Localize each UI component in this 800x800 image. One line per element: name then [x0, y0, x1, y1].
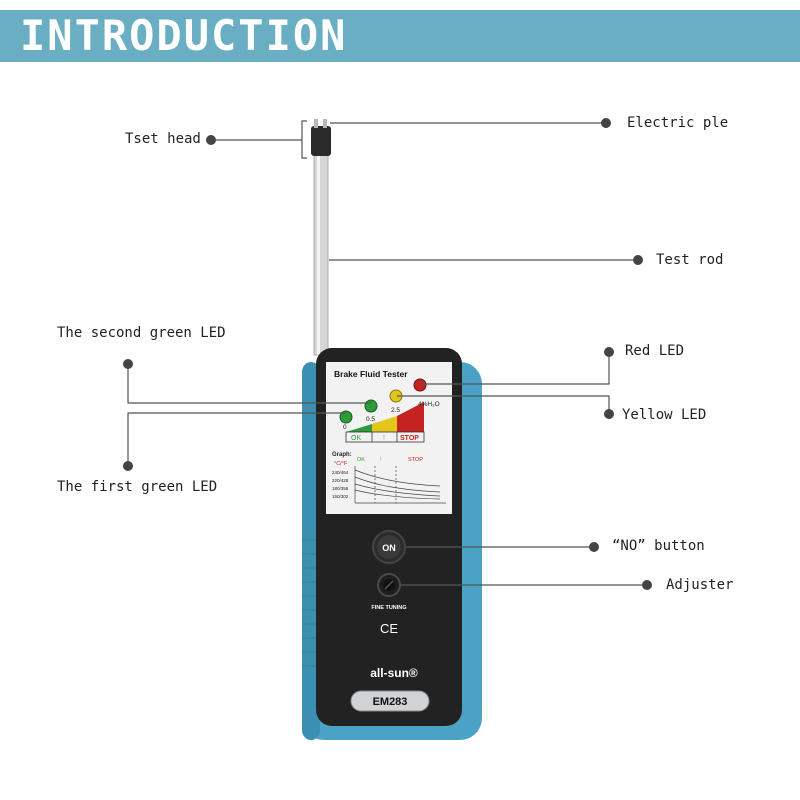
callout-adjuster: Adjuster: [666, 577, 734, 593]
callout-lines: [127, 120, 647, 586]
second-green-led: [364, 399, 378, 413]
label-panel: [326, 362, 452, 514]
callout-on-button: “NO” button: [612, 538, 705, 554]
brand-logo: all-sun®: [370, 666, 418, 680]
zone-warning: !: [383, 435, 385, 442]
callout-first-green-led: The first green LED: [57, 479, 218, 495]
graph-y-tick: 180/356: [332, 486, 349, 491]
callout-dots: [123, 118, 652, 590]
graph-label: Graph:: [332, 452, 352, 458]
scale-value-0: 0: [343, 424, 347, 431]
on-button-label: ON: [382, 543, 396, 553]
fine-tuning-label: FINE TUNING: [371, 605, 406, 611]
graph-plot: [354, 466, 446, 504]
graph-y-tick: 220/428: [332, 478, 349, 483]
graph-unit: °C/°F: [334, 461, 348, 467]
model-plate: [350, 690, 430, 712]
zone-ok: OK: [351, 435, 361, 442]
callout-test-head: Tset head: [125, 131, 201, 147]
electric-pole: [314, 119, 318, 128]
red-led: [413, 378, 427, 392]
callout-red-led: Red LED: [625, 343, 685, 359]
test-rod: [313, 149, 329, 356]
callout-test-rod: Test rod: [656, 252, 724, 268]
panel-title: Brake Fluid Tester: [334, 369, 408, 379]
scale-value-3: 4%H₂O: [418, 401, 440, 408]
scale-value-2: 2.5: [391, 407, 400, 414]
model-label: EM283: [373, 696, 408, 708]
scale-value-1: 0.5: [366, 416, 375, 423]
zone-stop: STOP: [400, 435, 419, 442]
callout-yellow-led: Yellow LED: [622, 407, 707, 423]
graph-zone-warning: !: [380, 457, 382, 463]
first-green-led: [339, 410, 353, 424]
ce-mark: CE: [380, 621, 398, 636]
page-title: INTRODUCTION: [20, 11, 348, 60]
graph-y-tick: 150/302: [332, 494, 349, 499]
graph-zone-stop: STOP: [408, 457, 423, 463]
graph-zone-ok: OK: [357, 457, 365, 463]
test-head: [311, 126, 331, 156]
callout-second-green-led: The second green LED: [57, 325, 226, 341]
graph-y-tick: 240/464: [332, 470, 349, 475]
callout-electric-pole: Electric ple: [627, 115, 729, 131]
header-banner: INTRODUCTION: [0, 10, 800, 62]
